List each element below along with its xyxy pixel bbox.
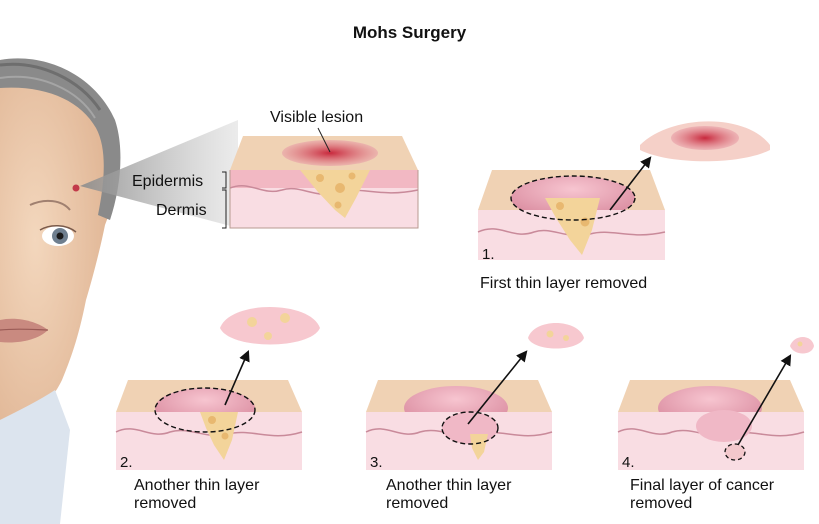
lesion-pointer	[317, 127, 331, 153]
step-3-block	[365, 380, 553, 470]
step-1-arrow	[609, 156, 652, 211]
step-2-block	[115, 380, 303, 470]
step-3-number: 3.	[370, 454, 383, 471]
step-1-caption: First thin layer removed	[480, 275, 648, 292]
step-2-caption-line2: removed	[134, 495, 197, 512]
dermis-label: Dermis	[156, 202, 207, 219]
epidermis-label: Epidermis	[132, 173, 204, 190]
visible-lesion-label: Visible lesion	[270, 109, 364, 126]
step-2-number: 2.	[120, 454, 133, 471]
step-2-arrow	[224, 349, 250, 406]
step-3-caption-line2: removed	[386, 495, 449, 512]
step-2-caption-line1: Another thin layer	[134, 477, 260, 494]
step-4-number: 4.	[622, 454, 635, 471]
figure-title: Mohs Surgery	[352, 23, 467, 42]
step-4-caption-line2: removed	[630, 495, 693, 512]
step-4-caption-line1: Final layer of cancer	[630, 477, 775, 494]
step-1-layer-lesion	[671, 126, 739, 150]
step-3-arrow	[467, 350, 528, 425]
step-1-number: 1.	[482, 246, 495, 263]
step-1-block	[477, 170, 666, 260]
dermis-bracket	[222, 189, 227, 229]
step-4-block	[617, 380, 805, 470]
patient-face	[0, 58, 121, 524]
step-4-arrow	[737, 354, 792, 446]
step-2-removed-layer	[220, 307, 320, 345]
magnification-beam	[80, 120, 238, 228]
skin-block-main	[229, 136, 419, 229]
epidermis-bracket	[222, 171, 227, 189]
step-3-caption-line1: Another thin layer	[386, 477, 512, 494]
step-3-removed-layer	[528, 323, 584, 349]
